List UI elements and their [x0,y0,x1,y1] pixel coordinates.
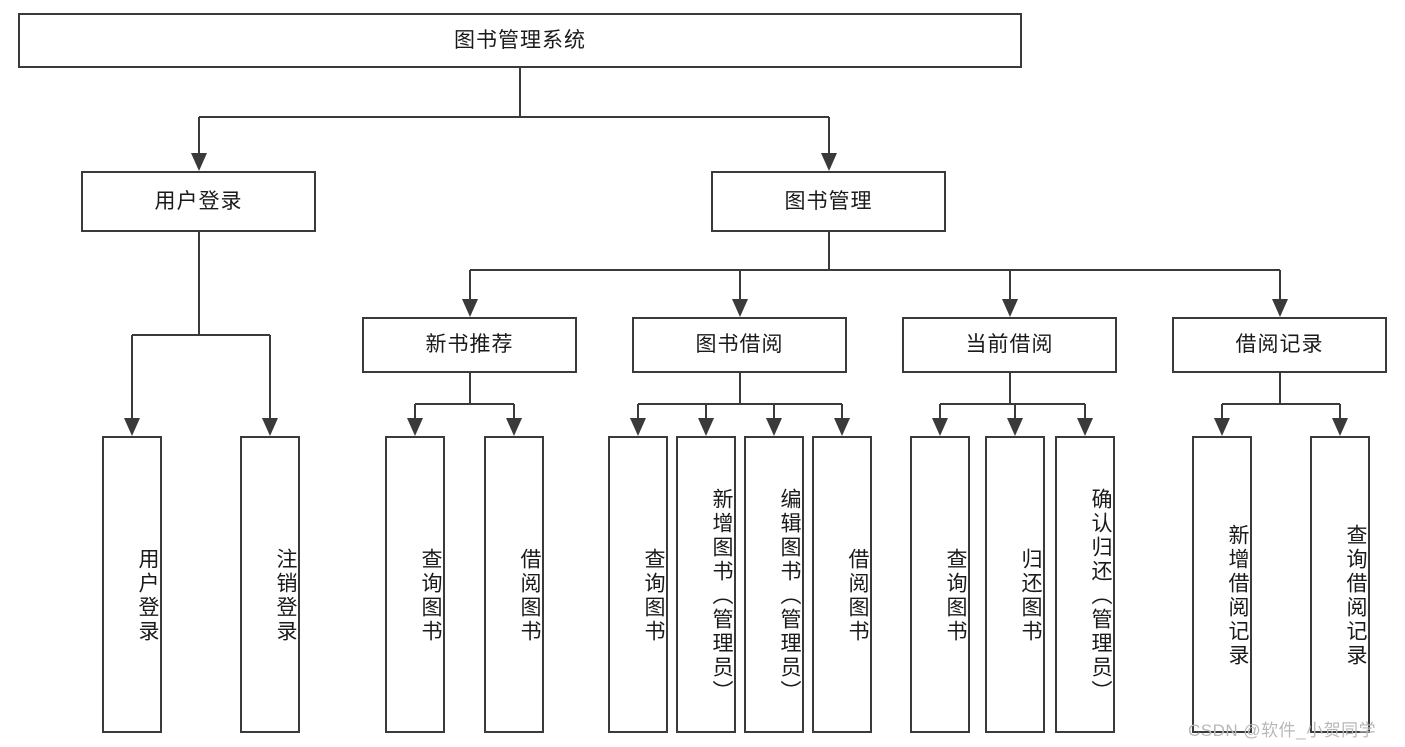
arrowhead-3-branch-0 [932,418,948,436]
connector-2-bus [638,403,842,405]
node-level3-1-label: 图书借阅 [695,333,784,357]
connector-4-branch-0 [1221,404,1223,418]
node-level3-3-label: 借阅记录 [1235,333,1324,357]
node-leaf-12[interactable]: 查询借阅记录 [1310,436,1370,733]
node-root[interactable]: 图书管理系统 [18,13,1022,68]
arrowhead-root-branch-1 [820,153,837,171]
connector-0-bus [132,334,270,336]
node-leaf-4-label: 查询图书 [642,547,665,644]
arrowhead-3-branch-1 [1007,418,1023,436]
connector-root-stem [519,68,521,117]
arrowhead-2-branch-0 [630,418,646,436]
node-level2-0-label: 用户登录 [154,189,243,213]
arrowhead-2-branch-3 [834,418,850,436]
node-leaf-10[interactable]: 确认归还（管理员） [1055,436,1115,733]
connector-0-branch-1 [269,335,271,418]
node-leaf-5-label: 新增图书（管理员） [710,487,733,704]
connector-3-stem [1008,373,1011,404]
connector-2-branch-3 [841,404,843,418]
connector-root-branch-0 [197,117,200,153]
connector-books-branch-0 [468,270,471,299]
node-level2-0[interactable]: 用户登录 [81,171,316,232]
arrowhead-books-branch-0 [461,299,478,317]
node-root-label: 图书管理系统 [454,28,586,52]
connector-books-bus [469,269,1280,271]
arrowhead-root-branch-0 [190,153,207,171]
arrowhead-4-branch-0 [1214,418,1230,436]
node-level3-2[interactable]: 当前借阅 [902,317,1117,373]
node-leaf-7-label: 借阅图书 [846,547,869,644]
connector-3-branch-2 [1084,404,1086,418]
arrowhead-3-branch-2 [1077,418,1093,436]
node-leaf-11-label: 新增借阅记录 [1226,523,1249,668]
node-leaf-2-label: 查询图书 [419,547,442,644]
node-level3-1[interactable]: 图书借阅 [632,317,847,373]
connector-root-bus [198,116,829,118]
arrowhead-2-branch-2 [766,418,782,436]
arrowhead-1-branch-0 [407,418,423,436]
node-leaf-1[interactable]: 注销登录 [240,436,300,733]
arrowhead-2-branch-1 [698,418,714,436]
node-leaf-11[interactable]: 新增借阅记录 [1192,436,1252,733]
node-level2-1-label: 图书管理 [784,189,873,213]
arrowhead-books-branch-2 [1001,299,1018,317]
connector-1-branch-1 [513,404,515,418]
node-leaf-9[interactable]: 归还图书 [985,436,1045,733]
connector-1-stem [468,373,471,404]
node-leaf-8[interactable]: 查询图书 [910,436,970,733]
arrowhead-0-branch-0 [124,418,140,436]
connector-1-bus [415,403,514,405]
connector-2-branch-1 [705,404,707,418]
node-leaf-3-label: 借阅图书 [518,547,541,644]
connector-2-stem [738,373,741,404]
connector-3-bus [940,403,1085,405]
arrowhead-4-branch-1 [1332,418,1348,436]
node-leaf-1-label: 注销登录 [274,547,297,644]
connector-2-branch-0 [637,404,639,418]
node-leaf-6-label: 编辑图书（管理员） [778,487,801,704]
connector-4-bus [1222,403,1340,405]
node-leaf-10-label: 确认归还（管理员） [1089,487,1112,704]
connector-4-stem [1278,373,1281,404]
node-leaf-3[interactable]: 借阅图书 [484,436,544,733]
connector-books-branch-2 [1008,270,1011,299]
arrowhead-books-branch-1 [731,299,748,317]
node-leaf-4[interactable]: 查询图书 [608,436,668,733]
connector-3-branch-1 [1014,404,1016,418]
connector-4-branch-1 [1339,404,1341,418]
connector-3-branch-0 [939,404,941,418]
node-level3-2-label: 当前借阅 [965,333,1054,357]
node-leaf-5[interactable]: 新增图书（管理员） [676,436,736,733]
node-leaf-7[interactable]: 借阅图书 [812,436,872,733]
node-level3-0[interactable]: 新书推荐 [362,317,577,373]
arrowhead-1-branch-1 [506,418,522,436]
connector-0-branch-0 [131,335,133,418]
node-leaf-12-label: 查询借阅记录 [1344,523,1367,668]
connector-books-branch-1 [738,270,741,299]
node-leaf-6[interactable]: 编辑图书（管理员） [744,436,804,733]
node-level3-3[interactable]: 借阅记录 [1172,317,1387,373]
arrowhead-0-branch-1 [262,418,278,436]
connector-books-branch-3 [1278,270,1281,299]
node-level2-1[interactable]: 图书管理 [711,171,946,232]
connector-1-branch-0 [414,404,416,418]
arrowhead-books-branch-3 [1271,299,1288,317]
node-leaf-2[interactable]: 查询图书 [385,436,445,733]
connector-books-stem [827,232,830,270]
node-leaf-0[interactable]: 用户登录 [102,436,162,733]
connector-0-stem [197,232,200,335]
node-leaf-8-label: 查询图书 [944,547,967,644]
connector-root-branch-1 [827,117,830,153]
node-level3-0-label: 新书推荐 [425,333,514,357]
connector-2-branch-2 [773,404,775,418]
node-leaf-0-label: 用户登录 [136,547,159,644]
node-leaf-9-label: 归还图书 [1019,547,1042,644]
